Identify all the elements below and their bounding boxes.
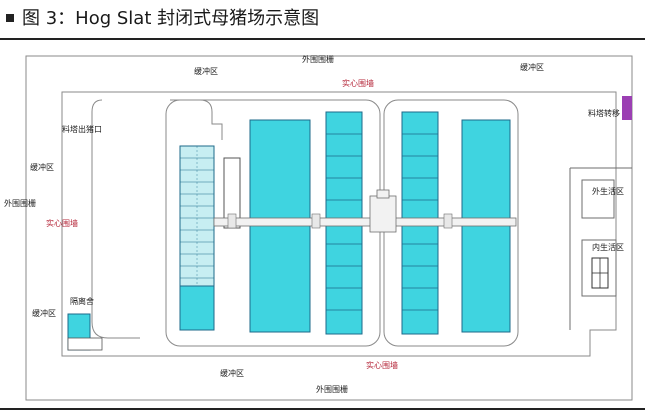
title-divider <box>0 38 645 40</box>
solid-wall <box>61 91 617 357</box>
living-zone-inner <box>581 239 617 297</box>
feed-transfer-marker <box>622 96 632 120</box>
isolation-building <box>67 313 103 351</box>
label-buffer-top-right: 缓冲区 <box>520 62 544 72</box>
label-outer-clean-zone: 外生活区 <box>592 186 624 196</box>
label-outer-fence-bottom: 外围围栅 <box>316 384 348 394</box>
figure-title: 图 3：Hog Slat 封闭式母猪场示意图 <box>22 8 320 29</box>
label-solid-wall-bottom: 实心围墙 <box>366 360 398 370</box>
label-feed-transfer: 料塔转移 <box>588 108 620 118</box>
label-buffer-left-bottom: 缓冲区 <box>32 308 56 318</box>
label-solid-wall-left: 实心围墙 <box>46 218 78 228</box>
living-zone-outer <box>569 167 632 330</box>
label-buffer-left-top: 缓冲区 <box>30 162 54 172</box>
road-left <box>91 99 140 339</box>
bottom-divider <box>0 408 645 410</box>
stall-block <box>179 145 215 331</box>
outer-fence <box>25 55 633 401</box>
title-bullet <box>6 14 14 22</box>
label-inner-clean-zone: 内生活区 <box>592 242 624 252</box>
road-top-left <box>170 99 223 140</box>
label-solid-wall-top: 实心围墙 <box>342 78 374 88</box>
label-buffer-bottom: 缓冲区 <box>220 368 244 378</box>
figure-title-bar: 图 3：Hog Slat 封闭式母猪场示意图 <box>0 0 645 36</box>
connecting-corridor <box>213 189 517 233</box>
label-outer-fence-top: 外围围栅 <box>302 54 334 64</box>
label-buffer-top-left: 缓冲区 <box>194 66 218 76</box>
label-outer-fence-left: 外围围栅 <box>4 198 36 208</box>
label-isolation: 隔离舍 <box>70 296 94 306</box>
label-feed-outlet: 料塔出猪口 <box>62 124 102 134</box>
